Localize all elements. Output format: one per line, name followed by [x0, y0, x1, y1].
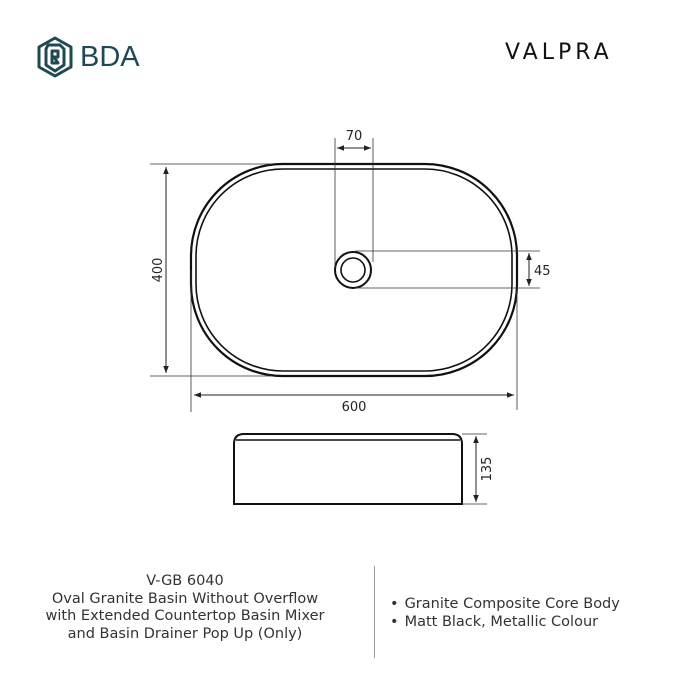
feature-list: Granite Composite Core Body Matt Black, … — [390, 596, 620, 631]
drain-offset-dimension: 70 — [334, 129, 374, 268]
height-dimension: 135 — [462, 433, 495, 505]
model-number: V-GB 6040 — [146, 573, 224, 589]
svg-text:600: 600 — [342, 400, 367, 415]
depth-label: 400 — [151, 258, 166, 283]
footer-divider — [374, 566, 375, 658]
bda-logo: BDA — [36, 35, 140, 79]
feature-item: Granite Composite Core Body — [390, 596, 620, 614]
width-dimension: 600 — [190, 270, 518, 415]
bda-brand-text: BDA — [80, 40, 140, 73]
drain-hole — [334, 251, 372, 289]
valpra-brand-logo: VALPRA — [505, 40, 613, 65]
description-line: and Basin Drainer Pop Up (Only) — [67, 625, 303, 642]
description-line: with Extended Countertop Basin Mixer — [45, 608, 325, 624]
feature-item: Matt Black, Metallic Colour — [390, 614, 620, 632]
bda-hex-logo-icon — [37, 36, 73, 78]
product-description: V-GB 6040 Oval Granite Basin Without Ove… — [40, 573, 330, 643]
side-view-basin — [233, 433, 463, 505]
svg-text:70: 70 — [346, 129, 363, 144]
top-view-basin — [189, 162, 519, 378]
svg-text:45: 45 — [534, 264, 551, 279]
drain-diameter-dimension: 45 — [355, 250, 551, 289]
svg-text:135: 135 — [480, 457, 495, 482]
depth-dimension: 400 — [150, 163, 272, 377]
description-line: Oval Granite Basin Without Overflow — [51, 590, 319, 607]
